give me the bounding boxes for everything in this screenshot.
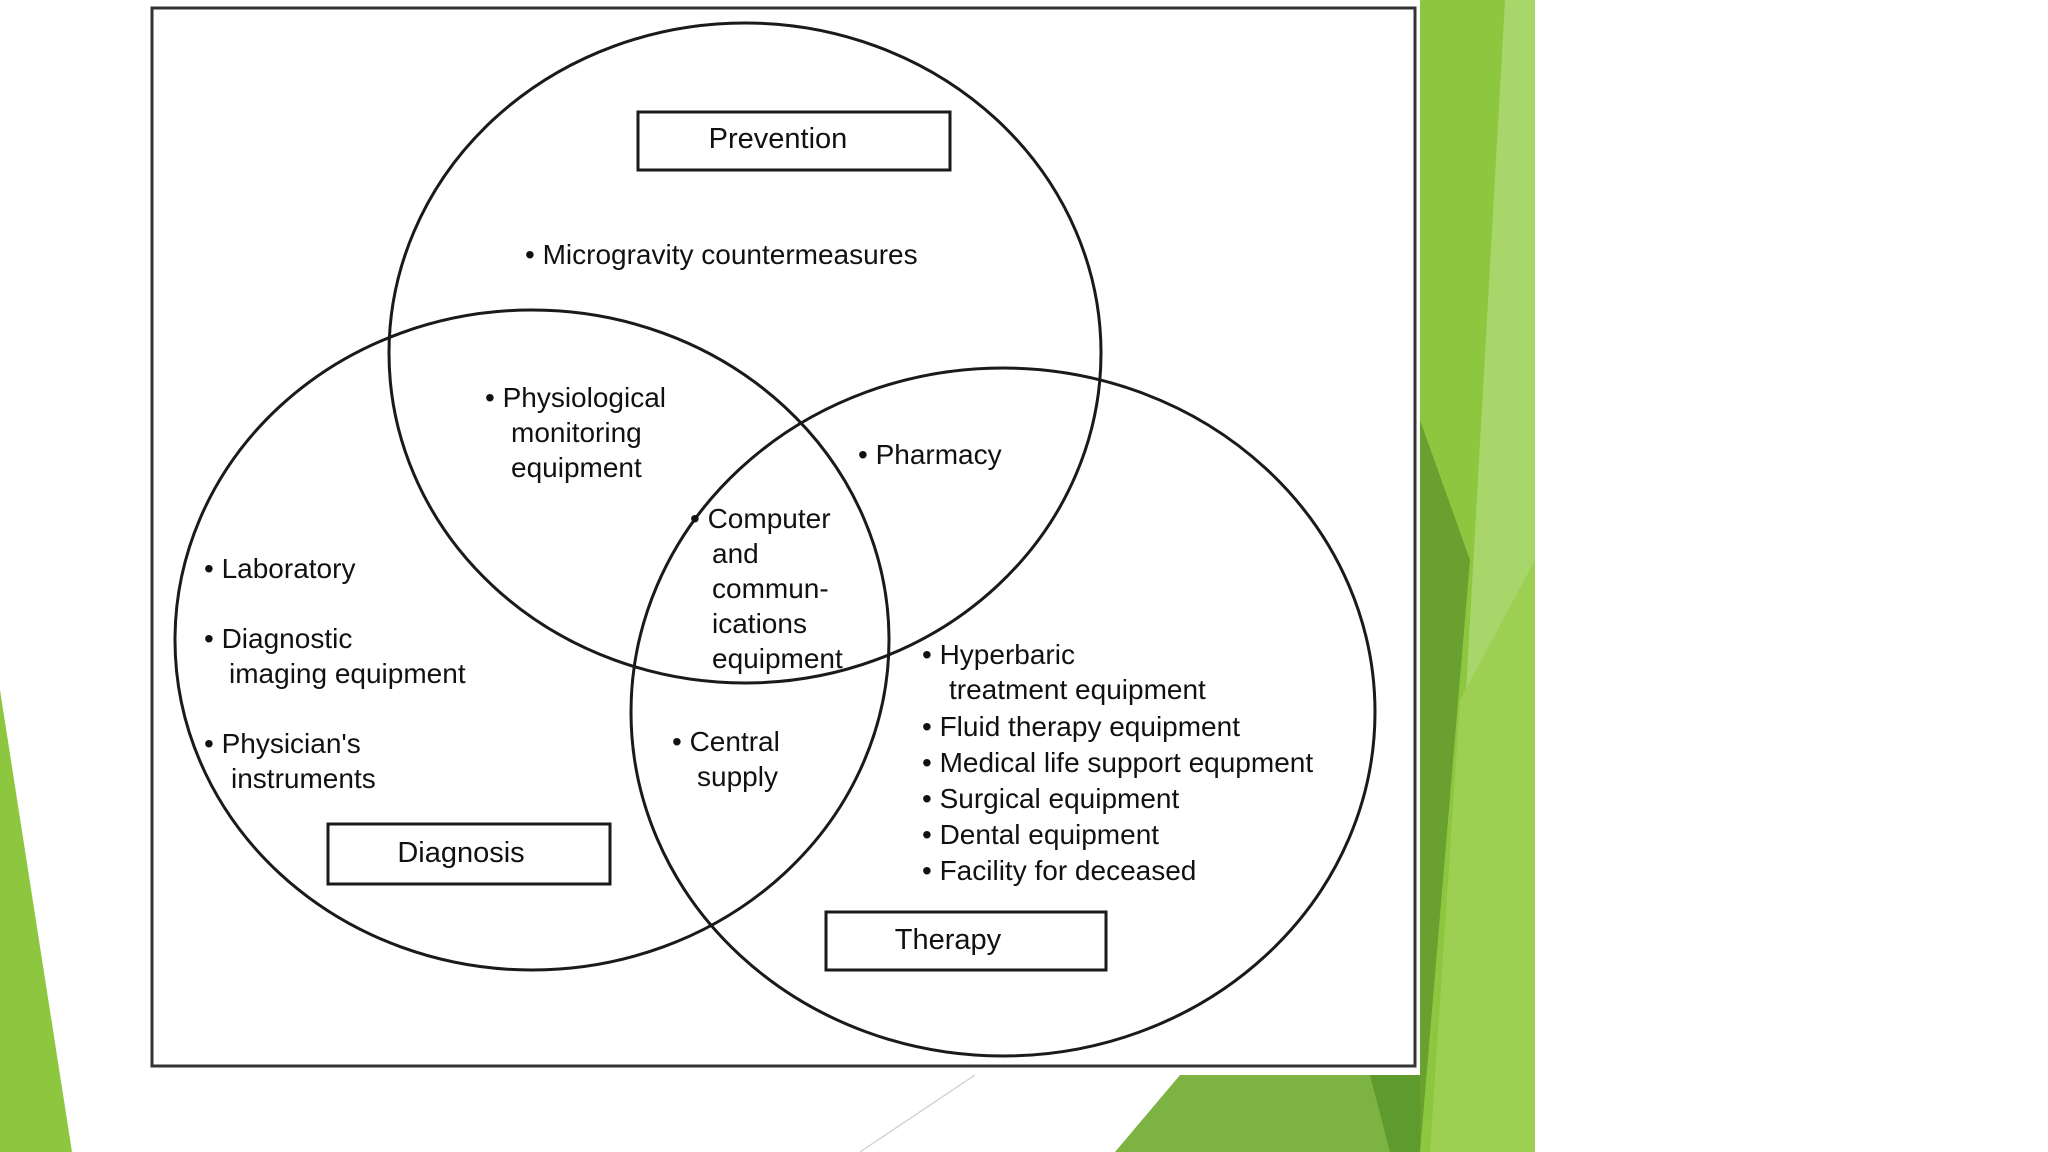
item-all-three-0: • Computer and commun-ications equipment <box>690 503 843 674</box>
item-line: equipment <box>712 643 843 674</box>
item-line: • Hyperbaric <box>922 639 1075 670</box>
item-line: imaging equipment <box>229 658 466 689</box>
item-line: supply <box>697 761 778 792</box>
item-line: • Fluid therapy equipment <box>922 711 1240 742</box>
item-line: equipment <box>511 452 642 483</box>
item-diagnosis-only-1: • Diagnostic imaging equipment <box>204 623 466 689</box>
item-line: • Laboratory <box>204 553 355 584</box>
prevention-label: Prevention <box>709 123 848 155</box>
item-line: monitoring <box>511 417 642 448</box>
diagnosis-label-box: Diagnosis <box>326 822 612 886</box>
item-therapy-only-5: • Facility for deceased <box>922 855 1196 886</box>
prevention-circle <box>387 21 1103 685</box>
therapy-label-box: Therapy <box>824 910 1108 972</box>
item-prevention-only-0: • Microgravity countermeasures <box>525 239 918 270</box>
item-prevention-diagnosis-0: • Physiological monitoring equipment <box>485 382 666 483</box>
bottom-green-wedge-dark <box>1370 1075 1420 1152</box>
prevention-label-box: Prevention <box>636 110 952 172</box>
item-line: • Facility for deceased <box>922 855 1196 886</box>
item-line: • Dental equipment <box>922 819 1159 850</box>
therapy-label: Therapy <box>895 924 1002 956</box>
diagram-items: • Microgravity countermeasures • Physiolo… <box>204 239 1313 886</box>
item-diagnosis-only-2: • Physician's instruments <box>204 728 376 794</box>
item-diagnosis-therapy-0: • Central supply <box>672 726 780 792</box>
item-line: • Computer <box>690 503 831 534</box>
item-line: • Physician's <box>204 728 361 759</box>
item-line: • Diagnostic <box>204 623 352 654</box>
decorative-thin-line <box>859 1074 976 1152</box>
therapy-circle <box>629 366 1377 1058</box>
item-line: treatment equipment <box>949 674 1206 705</box>
right-green-stripe-dark <box>1420 420 1470 1152</box>
right-green-stripe-mid <box>1430 560 1535 1152</box>
item-line: • Medical life support equpment <box>922 747 1313 778</box>
item-therapy-only-2: • Medical life support equpment <box>922 747 1313 778</box>
item-line: • Physiological <box>485 382 666 413</box>
item-line: commun- <box>712 573 829 604</box>
item-diagnosis-only-0: • Laboratory <box>204 553 355 584</box>
diagnosis-label: Diagnosis <box>397 837 524 869</box>
item-therapy-only-4: • Dental equipment <box>922 819 1159 850</box>
item-line: • Microgravity countermeasures <box>525 239 918 270</box>
diagnosis-circle <box>173 308 891 972</box>
item-line: instruments <box>231 763 376 794</box>
item-line: • Surgical equipment <box>922 783 1179 814</box>
item-line: • Central <box>672 726 780 757</box>
item-therapy-only-0: • Hyperbaric treatment equipment <box>922 639 1206 705</box>
diagram-frame <box>150 6 1417 1068</box>
item-prevention-therapy-0: • Pharmacy <box>858 439 1002 470</box>
bottom-green-wedge <box>1115 1075 1420 1152</box>
item-line: • Pharmacy <box>858 439 1002 470</box>
item-line: ications <box>712 608 807 639</box>
item-therapy-only-3: • Surgical equipment <box>922 783 1179 814</box>
item-therapy-only-1: • Fluid therapy equipment <box>922 711 1240 742</box>
left-green-wedge <box>0 690 72 1152</box>
item-line: and <box>712 538 759 569</box>
